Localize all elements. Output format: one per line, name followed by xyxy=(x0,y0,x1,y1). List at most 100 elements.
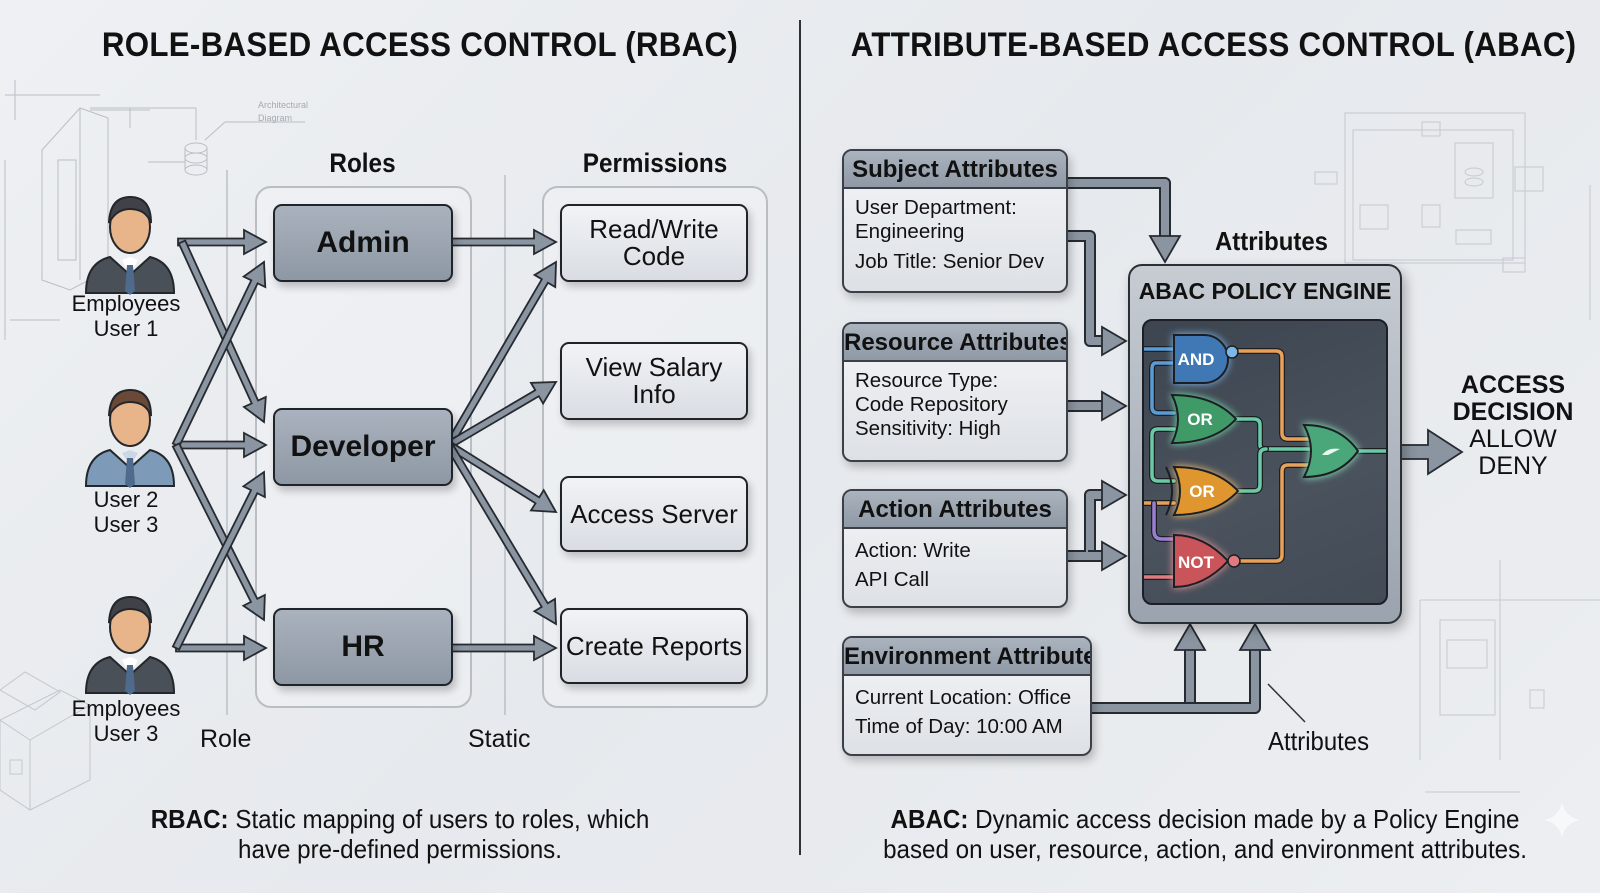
user-label-line: User 3 xyxy=(93,721,159,746)
permission-access-server[interactable]: Access Server xyxy=(560,476,748,552)
user-label-line: User 2 xyxy=(93,487,159,512)
user-avatar-1 xyxy=(80,185,180,295)
wire-and-or xyxy=(1150,361,1176,415)
wire-purple-outline xyxy=(1151,500,1177,542)
wire-or1-or2 xyxy=(1150,427,1176,483)
rbac-title: ROLE-BASED ACCESS CONTROL (RBAC) xyxy=(101,26,739,64)
arrow-dev-readwrite xyxy=(444,260,557,448)
role-admin[interactable]: Admin xyxy=(273,204,453,282)
user-label-line: Employees xyxy=(71,291,181,316)
user-avatar-2 xyxy=(80,378,180,488)
user-avatar-3 xyxy=(80,585,180,695)
arrow-user1-admin xyxy=(177,228,268,256)
resource-attributes-card[interactable]: Resource Attributes Resource Type: Code … xyxy=(842,322,1068,462)
arrow-subject-engine-outline xyxy=(1064,230,1102,347)
role-hr[interactable]: HR xyxy=(273,608,453,686)
attribute-line: Sensitivity: High xyxy=(855,417,1001,440)
and-gate-icon xyxy=(1173,334,1229,384)
user-label-1: Employees User 1 xyxy=(56,291,196,341)
arrow-user1-developer xyxy=(177,239,267,424)
attribute-line: Action: Write xyxy=(855,539,971,562)
not-gate-bubble xyxy=(1227,554,1241,568)
sketch-label: Diagram xyxy=(258,113,292,123)
action-attributes-card[interactable]: Action Attributes Action: Write API Call xyxy=(842,489,1068,608)
abac-caption-bold: ABAC: xyxy=(890,804,969,834)
decision-allow: ALLOW xyxy=(1469,425,1557,453)
arrow-subject-engine-top xyxy=(1064,179,1169,236)
environment-attributes-card[interactable]: Environment Attributes Current Location:… xyxy=(842,636,1092,756)
permission-label: Info xyxy=(632,379,676,409)
wire-and-final-outline xyxy=(1235,348,1313,442)
attribute-line: Code Repository xyxy=(855,393,1008,416)
sparkle-icon xyxy=(1544,802,1580,838)
wire-and-or-outline xyxy=(1149,360,1177,416)
permission-label: Create Reports xyxy=(565,630,743,661)
arrow-subject-engine-head xyxy=(1101,325,1128,357)
wire-or1-final-outline xyxy=(1231,416,1313,452)
subject-attributes-card[interactable]: Subject Attributes User Department: Engi… xyxy=(842,149,1068,293)
attribute-line: Job Title: Senior Dev xyxy=(855,250,1045,273)
role-label: Role xyxy=(200,725,252,753)
arrow-dev-server xyxy=(445,440,558,513)
permission-label: Code xyxy=(622,241,686,271)
attribute-card-title: Subject Attributes xyxy=(844,151,1066,189)
arrow-subject-engine-top-head xyxy=(1148,235,1182,264)
arrow-resource-engine-head xyxy=(1101,390,1128,422)
abac-caption: ABAC: Dynamic access decision made by a … xyxy=(847,804,1563,864)
decision-title: ACCESS xyxy=(1460,371,1566,399)
wire-and-final xyxy=(1236,349,1312,441)
architecture-sketch-icon xyxy=(1314,112,1600,793)
person-icon xyxy=(84,195,176,295)
arrow-environment-engine-2 xyxy=(1180,650,1259,712)
permission-label: View Salary xyxy=(585,352,723,382)
attribute-line: Resource Type: xyxy=(855,369,999,392)
arrow-admin-readwrite xyxy=(448,228,558,256)
attribute-line: API Call xyxy=(855,568,930,591)
roles-heading: Roles xyxy=(329,148,396,178)
wire-not-final xyxy=(1236,463,1312,563)
role-developer[interactable]: Developer xyxy=(273,408,453,486)
access-decision: ACCESS DECISION ALLOW DENY xyxy=(1448,372,1578,480)
arrow-hr-createreports xyxy=(448,634,558,662)
and-gate-bubble xyxy=(1225,345,1239,359)
engine-title: ABAC POLICY ENGINE xyxy=(1138,278,1392,304)
rbac-caption-line: Static mapping of users to roles, which xyxy=(235,804,650,834)
decision-title: DECISION xyxy=(1452,398,1574,426)
database-sketch-icon xyxy=(90,107,305,176)
building-sketch-icon xyxy=(0,671,91,811)
wire-or2-final xyxy=(1232,447,1268,493)
final-gate-mark xyxy=(1322,448,1340,455)
attribute-card-title: Resource Attributes xyxy=(844,324,1066,362)
arrow-action-engine-1-outline xyxy=(1064,489,1102,562)
permission-label: Access Server xyxy=(570,498,738,529)
rbac-caption: RBAC: Static mapping of users to roles, … xyxy=(84,804,716,864)
permission-create-reports[interactable]: Create Reports xyxy=(560,608,748,684)
arrow-action-engine-2-head xyxy=(1101,540,1128,572)
permissions-heading: Permissions xyxy=(582,148,728,178)
rbac-caption-line: have pre-defined permissions. xyxy=(238,834,562,864)
or-gate-orange-icon xyxy=(1172,465,1240,517)
attribute-line: User Department: xyxy=(855,196,1017,219)
and-gate-label: AND xyxy=(1178,350,1215,369)
person-icon xyxy=(84,388,176,488)
rbac-arrows xyxy=(171,228,558,662)
arrow-user2-hr xyxy=(171,442,266,622)
user-label-line: User 3 xyxy=(93,512,159,537)
attributes-leader-line xyxy=(1267,683,1306,723)
person-icon xyxy=(84,595,176,695)
decision-deny: DENY xyxy=(1478,452,1548,480)
arrow-environment-engine-1-head xyxy=(1173,622,1207,651)
abac-caption-line: based on user, resource, action, and env… xyxy=(883,834,1527,864)
attribute-line: Time of Day: 10:00 AM xyxy=(855,715,1063,738)
user-label-3: Employees User 3 xyxy=(56,696,196,746)
attribute-card-title: Environment Attributes xyxy=(844,638,1090,676)
attribute-line: Current Location: Office xyxy=(855,686,1072,709)
abac-caption-line: Dynamic access decision made by a Policy… xyxy=(975,804,1520,834)
